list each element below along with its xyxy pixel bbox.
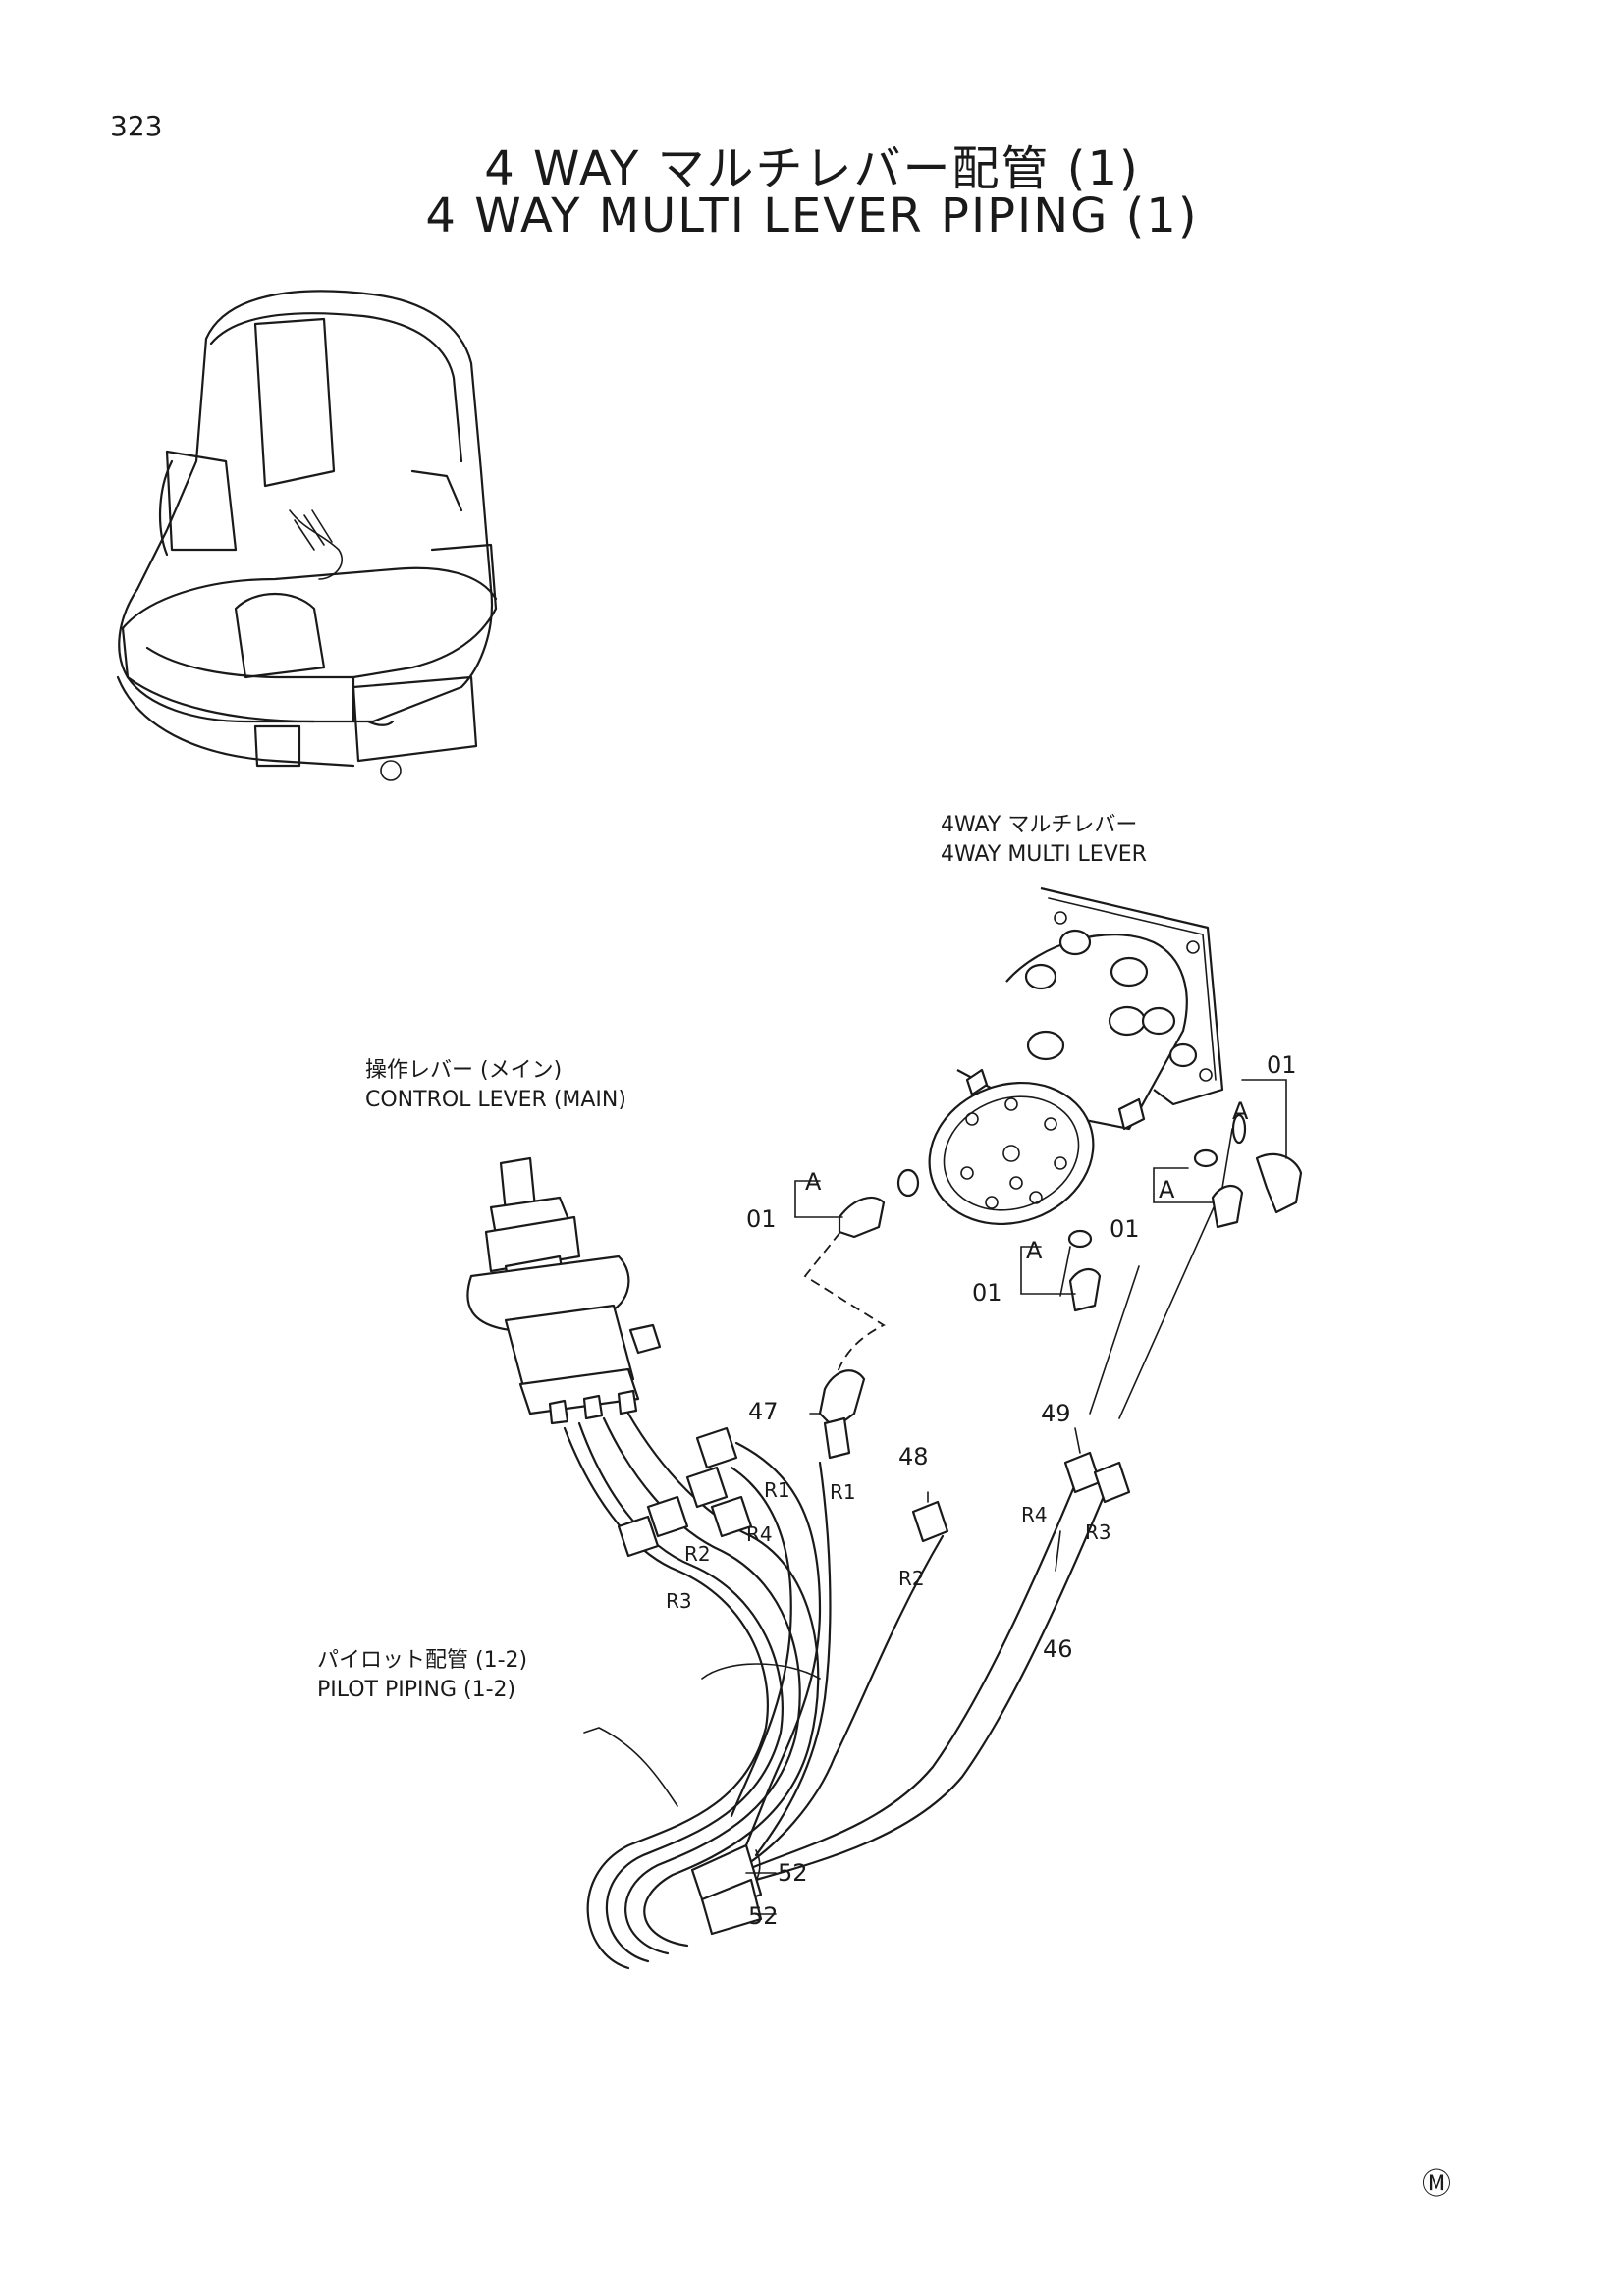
- part-number-01: 01: [1110, 1215, 1140, 1243]
- part-number-01: 01: [746, 1205, 777, 1233]
- leader-lines: [583, 1079, 1287, 1915]
- page-number: 323: [110, 110, 163, 142]
- port-label-r3: R3: [666, 1589, 692, 1613]
- view-marker-a: A: [1232, 1097, 1249, 1125]
- part-number-47: 47: [748, 1398, 779, 1425]
- part-number-49: 49: [1041, 1400, 1071, 1427]
- part-number-52: 52: [748, 1902, 779, 1930]
- control-lever-main: [466, 1156, 662, 1425]
- multi-lever-label-jp: 4WAY マルチレバー: [941, 813, 1137, 837]
- port-label-r3: R3: [1085, 1521, 1111, 1544]
- port-label-r4: R4: [1021, 1503, 1048, 1526]
- port-label-r2: R2: [684, 1542, 711, 1566]
- title-english: 4 WAY MULTI LEVER PIPING (1): [425, 188, 1199, 243]
- port-label-r4: R4: [746, 1522, 773, 1546]
- port-label-r1: R1: [764, 1478, 790, 1502]
- control-lever-label-jp: 操作レバー (メイン): [365, 1058, 562, 1083]
- part-number-01: 01: [1267, 1051, 1297, 1079]
- view-marker-a: A: [1159, 1176, 1175, 1203]
- title-japanese: 4 WAY マルチレバー配管 (1): [484, 141, 1140, 196]
- m-mark: Ⓜ: [1422, 2167, 1451, 2202]
- part-number-52: 52: [778, 1859, 808, 1887]
- view-marker-a: A: [805, 1168, 822, 1196]
- hose-fittings: [617, 1113, 1303, 1558]
- pilot-piping-label-jp: パイロット配管 (1-2): [317, 1648, 527, 1673]
- port-label-r1: R1: [830, 1480, 856, 1504]
- part-number-01: 01: [972, 1279, 1002, 1307]
- part-number-46: 46: [1043, 1635, 1073, 1663]
- pilot-piping-label-en: PILOT PIPING (1-2): [317, 1678, 515, 1702]
- view-marker-a: A: [1026, 1237, 1043, 1264]
- part-number-48: 48: [898, 1443, 929, 1470]
- control-lever-label-en: CONTROL LEVER (MAIN): [365, 1088, 626, 1112]
- multi-lever-label-en: 4WAY MULTI LEVER: [941, 842, 1147, 867]
- pilot-hose-bundle: [563, 1128, 1233, 1970]
- excavator-cab-illustration: [116, 290, 498, 781]
- multi-lever-block: [928, 886, 1224, 1226]
- port-label-r2: R2: [898, 1567, 925, 1590]
